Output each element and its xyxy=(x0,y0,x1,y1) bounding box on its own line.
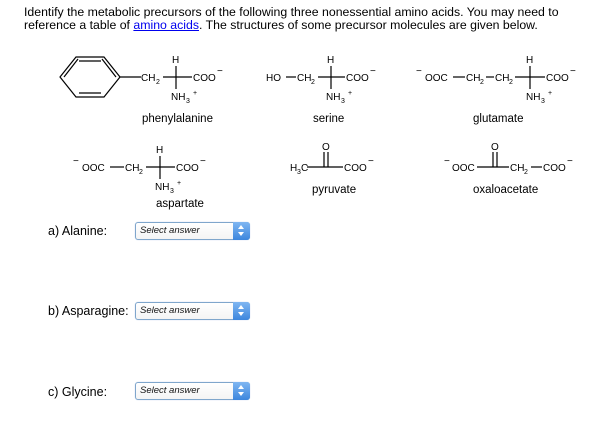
label-sub: 2 xyxy=(480,79,484,86)
select-arrows-icon[interactable] xyxy=(233,302,250,320)
label-nh: NH xyxy=(526,92,540,103)
label-c: C xyxy=(301,163,308,174)
label-h: H xyxy=(526,55,533,66)
label-coo: COO xyxy=(546,73,569,84)
label-h: H xyxy=(156,145,163,156)
label-minus: − xyxy=(200,156,206,167)
structure-name-oxaloacetate: oxaloacetate xyxy=(473,184,538,196)
label-h: H xyxy=(172,55,179,66)
label-h: H xyxy=(290,163,297,174)
label-nh: NH xyxy=(171,92,185,103)
label-coo: COO xyxy=(346,73,369,84)
label-o: O xyxy=(491,142,499,153)
label-plus: + xyxy=(193,90,197,97)
label-o: O xyxy=(322,142,330,153)
label-ooc: OOC xyxy=(452,163,475,174)
label-minus: − xyxy=(567,156,573,167)
label-ooc: OOC xyxy=(425,73,448,84)
select-value: Select answer xyxy=(140,225,200,236)
label-ch: CH xyxy=(510,163,524,174)
asparagine-answer-select[interactable]: Select answer xyxy=(135,302,250,320)
label-minus: − xyxy=(217,66,223,77)
label-minus: − xyxy=(416,66,422,77)
label-sub: 2 xyxy=(139,169,143,176)
label-sub: 3 xyxy=(541,98,545,105)
label-sub: 3 xyxy=(341,98,345,105)
label-ch: CH xyxy=(495,73,509,84)
label-ch: CH xyxy=(466,73,480,84)
prompt-text-1: Identify the metabolic precursors of the… xyxy=(24,5,559,32)
question-label-glycine: c) Glycine: xyxy=(48,385,108,399)
label-coo: COO xyxy=(543,163,566,174)
label-minus: − xyxy=(368,156,374,167)
select-arrows-icon[interactable] xyxy=(233,382,250,400)
label-ch: CH xyxy=(297,73,311,84)
label-ch: CH xyxy=(125,163,139,174)
question-label-alanine: a) Alanine: xyxy=(48,224,108,238)
label-plus: + xyxy=(348,90,352,97)
label-sub: 2 xyxy=(311,79,315,86)
label-h: H xyxy=(327,55,334,66)
label-minus: − xyxy=(444,156,450,167)
label-nh: NH xyxy=(326,92,340,103)
structure-name-phenylalanine: phenylalanine xyxy=(142,113,213,125)
label-coo: COO xyxy=(176,163,199,174)
label-plus: + xyxy=(548,90,552,97)
label-sub: 3 xyxy=(297,169,301,176)
structure-name-glutamate: glutamate xyxy=(473,113,524,125)
label-minus: − xyxy=(570,66,576,77)
label-ch: CH xyxy=(141,73,155,84)
label-sub: 2 xyxy=(524,169,528,176)
question-label-asparagine: b) Asparagine: xyxy=(48,304,129,318)
structure-name-pyruvate: pyruvate xyxy=(312,184,356,196)
select-arrows-icon[interactable] xyxy=(233,222,250,240)
structure-name-aspartate: aspartate xyxy=(156,198,204,210)
label-sub: 3 xyxy=(186,98,190,105)
label-plus: + xyxy=(177,180,181,187)
label-sub: 2 xyxy=(509,79,513,86)
label-ho: HO xyxy=(266,73,281,84)
alanine-answer-select[interactable]: Select answer xyxy=(135,222,250,240)
glycine-answer-select[interactable]: Select answer xyxy=(135,382,250,400)
question-prompt: Identify the metabolic precursors of the… xyxy=(24,6,594,32)
label-nh: NH xyxy=(155,182,169,193)
select-value: Select answer xyxy=(140,385,200,396)
structure-name-serine: serine xyxy=(313,113,344,125)
label-sub: 2 xyxy=(156,79,160,86)
prompt-text-2: . The structures of some precursor molec… xyxy=(199,18,538,32)
benzene-ring-icon xyxy=(59,56,121,98)
label-coo: COO xyxy=(193,73,216,84)
label-minus: − xyxy=(73,156,79,167)
label-coo: COO xyxy=(344,163,367,174)
select-value: Select answer xyxy=(140,305,200,316)
label-ooc: OOC xyxy=(82,163,105,174)
precursor-structures: H CH 2 COO − NH 3 + phenylalanine H HO C… xyxy=(59,55,576,210)
label-minus: − xyxy=(370,66,376,77)
amino-acids-link[interactable]: amino acids xyxy=(133,18,200,32)
label-sub: 3 xyxy=(170,188,174,195)
